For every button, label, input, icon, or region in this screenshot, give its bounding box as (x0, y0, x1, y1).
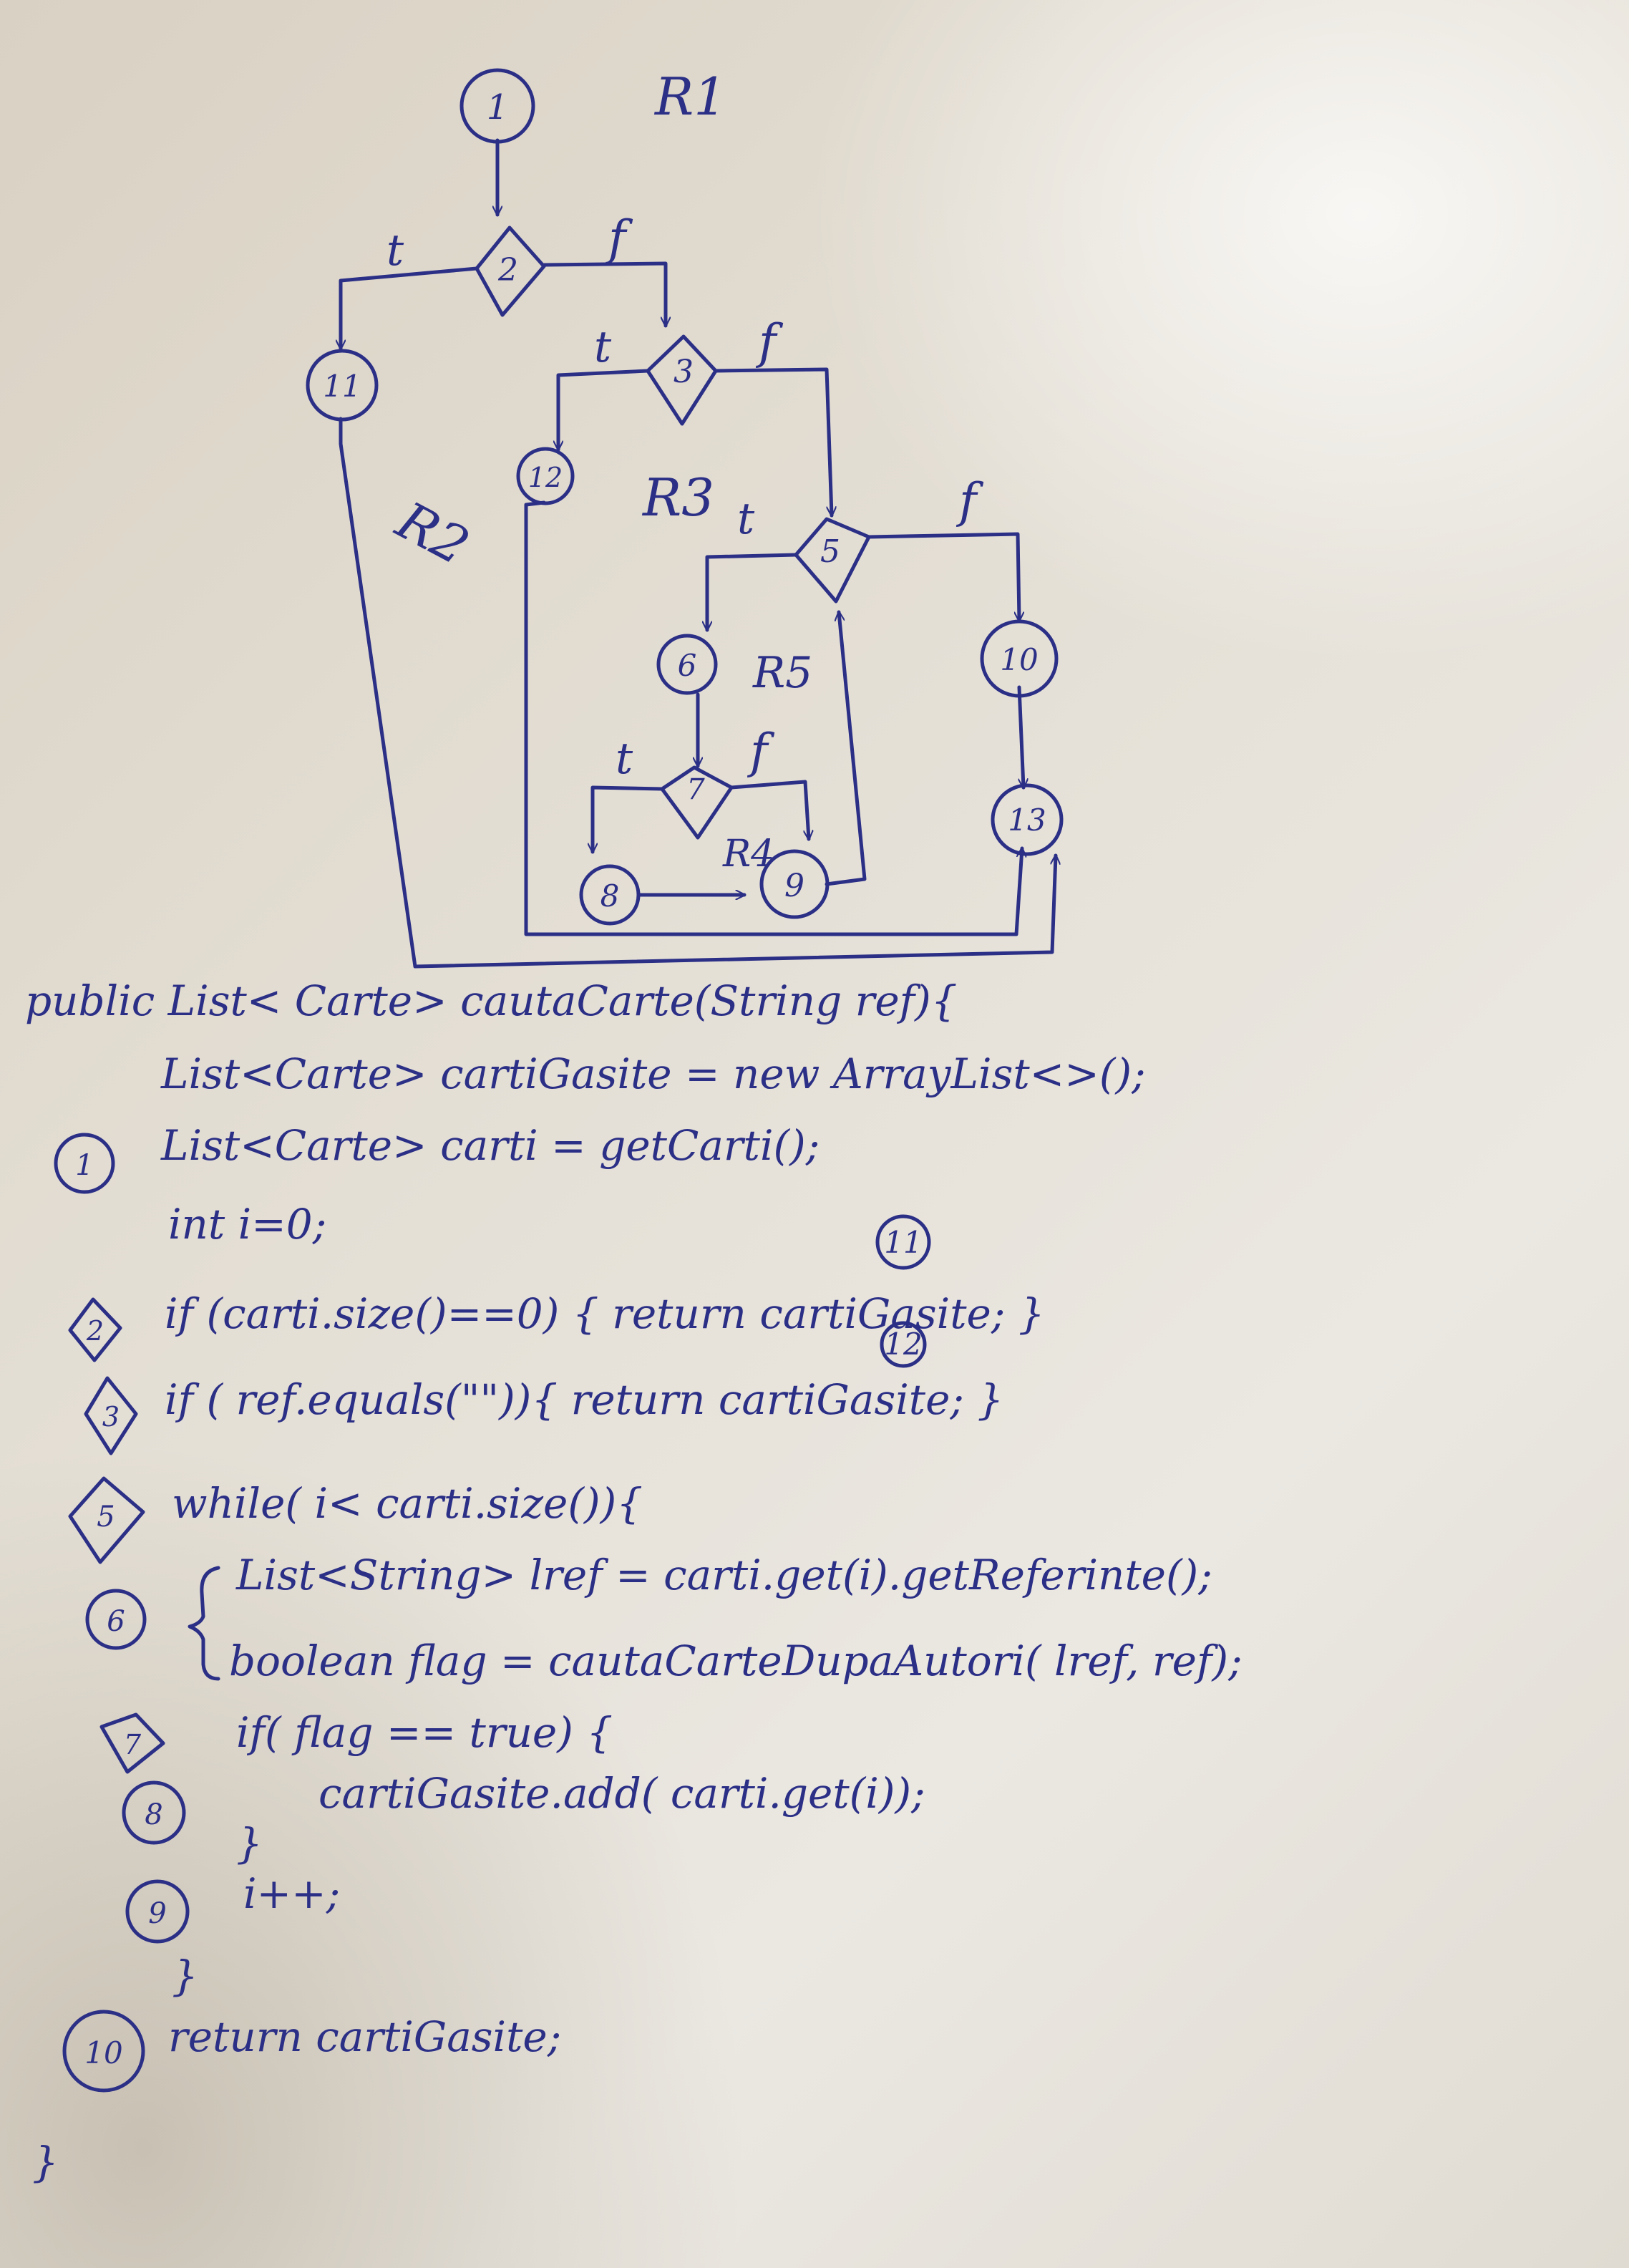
svg-text:5: 5 (97, 1501, 115, 1533)
code-marker-10: 10 (62, 2010, 145, 2093)
edge-label-5-10: f (955, 473, 984, 528)
code-listing: public List< Carte> cautaCarte(String re… (25, 976, 1243, 2186)
code-brace (188, 1566, 220, 1681)
code-marker-5: 5 (68, 1476, 145, 1564)
code-line-5: if ( ref.equals("")){ return cartiGasite… (165, 1375, 1003, 1424)
edge-7-8 (593, 785, 664, 854)
svg-text:11: 11 (884, 1225, 922, 1260)
node-11: 11 (306, 349, 379, 422)
region-label-r4: R4 (722, 833, 774, 876)
node-13: 13 (991, 783, 1064, 856)
svg-text:9: 9 (784, 868, 804, 904)
svg-text:12: 12 (528, 462, 563, 493)
svg-text:3: 3 (102, 1401, 120, 1433)
edge-label-5-6: t (737, 494, 755, 544)
node-3: 3 (646, 334, 718, 426)
svg-text:11: 11 (323, 369, 361, 404)
svg-text:2: 2 (497, 252, 518, 289)
node-5: 5 (794, 517, 871, 604)
svg-text:12: 12 (884, 1327, 922, 1362)
code-line-7: List<String> lref = carti.get(i).getRefe… (235, 1551, 1212, 1599)
svg-text:2: 2 (86, 1315, 104, 1347)
code-marker-3: 3 (84, 1376, 138, 1455)
code-line-10: cartiGasite.add( carti.get(i)); (318, 1769, 925, 1818)
code-line-3: int i=0; (168, 1200, 326, 1249)
edge-11-13 (339, 417, 1056, 969)
node-1: 1 (459, 68, 535, 144)
region-label-r3: R3 (641, 467, 714, 528)
region-labels: R1 R2 R3 R4 R5 (386, 67, 812, 876)
svg-text:13: 13 (1008, 803, 1046, 838)
edge-9-5 (825, 610, 867, 886)
graph-nodes: 1 2 3 5 6 7 8 9 (306, 68, 1064, 926)
graph-edges (339, 138, 1056, 969)
node-10: 10 (980, 619, 1059, 698)
edge-label-2-11: t (386, 226, 404, 276)
code-line-14: return cartiGasite; (168, 2012, 561, 2061)
node-12: 12 (516, 447, 575, 505)
svg-text:3: 3 (674, 354, 694, 390)
code-line-12: i++; (243, 1869, 340, 1918)
region-label-r1: R1 (653, 67, 726, 127)
svg-text:10: 10 (1000, 642, 1038, 677)
region-label-r2: R2 (386, 489, 479, 576)
code-marker-9: 9 (125, 1879, 190, 1944)
svg-text:6: 6 (678, 648, 697, 683)
edge-label-7-8: t (616, 734, 633, 784)
code-line-15: } (32, 2138, 59, 2186)
svg-text:1: 1 (75, 1149, 93, 1182)
code-line-2: List<Carte> carti = getCarti(); (160, 1121, 820, 1170)
node-9: 9 (759, 849, 830, 919)
svg-text:1: 1 (487, 87, 509, 127)
svg-text:7: 7 (686, 773, 705, 806)
svg-text:5: 5 (820, 533, 840, 570)
code-line-11: } (236, 1819, 263, 1868)
code-line-1: List<Carte> cartiGasite = new ArrayList<… (160, 1050, 1146, 1098)
region-label-r5: R5 (752, 648, 812, 698)
svg-text:10: 10 (84, 2035, 122, 2070)
code-line-0: public List< Carte> cautaCarte(String re… (25, 976, 958, 1025)
code-marker-6: 6 (85, 1589, 147, 1650)
code-marker-7: 7 (99, 1712, 165, 1774)
edge-label-3-12: t (594, 322, 612, 372)
code-line-8: boolean flag = cautaCarteDupaAutori( lre… (229, 1637, 1243, 1685)
edge-label-2-3: f (605, 210, 633, 266)
edge-2-11 (341, 266, 479, 351)
code-line-6: while( i< carti.size()){ (172, 1479, 643, 1528)
edge-2-3 (542, 261, 666, 328)
code-line-9: if( flag == true) { (236, 1708, 613, 1757)
edge-label-7-9: f (747, 724, 775, 779)
node-6: 6 (656, 634, 718, 695)
inline-mark-12: 12 (880, 1321, 927, 1368)
svg-text:6: 6 (107, 1605, 125, 1638)
code-marker-2: 2 (68, 1297, 122, 1362)
svg-text:8: 8 (600, 878, 620, 914)
edge-10-13 (1017, 685, 1023, 790)
edge-5-10 (867, 532, 1019, 623)
svg-text:7: 7 (124, 1729, 142, 1760)
edge-7-9 (729, 780, 809, 841)
edge-5-6 (707, 553, 798, 632)
svg-text:8: 8 (145, 1798, 162, 1831)
inline-mark-11: 11 (875, 1214, 931, 1270)
edge-label-3-5: f (755, 314, 784, 369)
edge-3-5 (714, 367, 832, 518)
edge-12-13 (524, 500, 1022, 936)
code-marker-8: 8 (122, 1780, 186, 1845)
node-8: 8 (579, 864, 641, 926)
edge-3-12 (558, 369, 650, 452)
node-7: 7 (660, 765, 734, 840)
svg-text:9: 9 (148, 1897, 166, 1930)
code-marker-1: 1 (54, 1133, 115, 1194)
code-line-13: } (172, 1952, 198, 2000)
node-2: 2 (475, 226, 546, 317)
code-line-4: if (carti.size()==0) { return cartiGasit… (165, 1289, 1045, 1338)
